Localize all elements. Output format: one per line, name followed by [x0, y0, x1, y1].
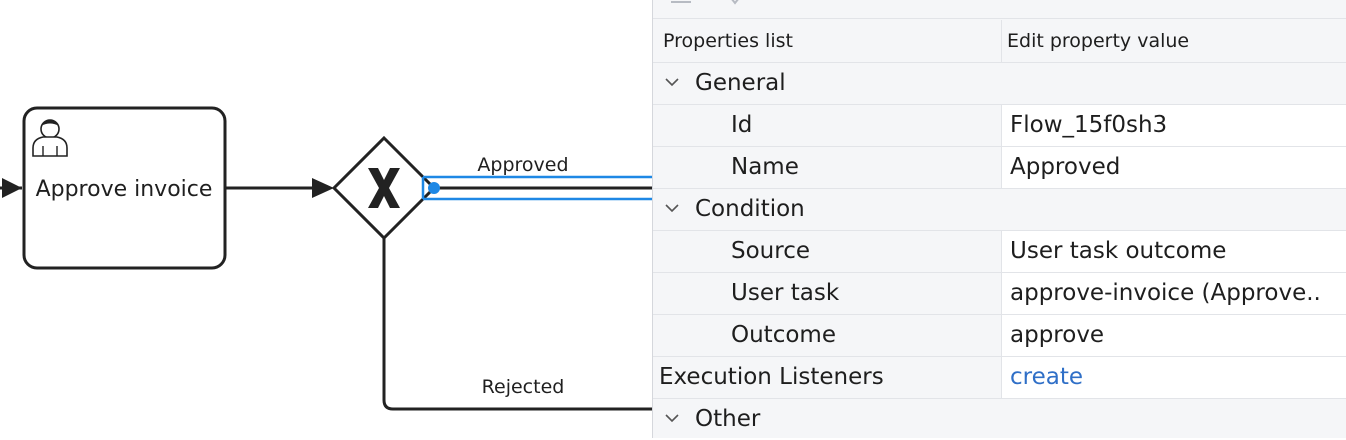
group-label: Other [695, 406, 761, 432]
property-name: Id [731, 112, 753, 138]
panel-toolbar [653, 0, 1346, 19]
approve-invoice-task[interactable]: Approve invoice [22, 106, 227, 270]
task-label: Approve invoice [36, 177, 213, 202]
group-label: Condition [695, 196, 805, 222]
property-row-name: Name Approved [653, 147, 1346, 189]
incoming-sequence-flow[interactable] [0, 178, 22, 198]
approved-flow-label[interactable]: Approved [477, 154, 568, 176]
property-row-id: Id Flow_15f0sh3 [653, 105, 1346, 147]
property-name: Name [731, 154, 799, 180]
task-to-gateway-flow[interactable] [225, 178, 334, 198]
exclusive-gateway-x-icon [368, 168, 400, 208]
chevron-down-icon[interactable] [665, 203, 679, 213]
bpmn-canvas[interactable]: Approve invoice Approved Rejected [0, 0, 652, 438]
group-other[interactable]: Other [653, 399, 1346, 440]
group-label: General [695, 70, 786, 96]
user-icon [32, 119, 68, 157]
properties-list-header: Properties list [663, 30, 793, 52]
rejected-flow-label[interactable]: Rejected [482, 376, 565, 398]
user-task-value-field[interactable]: approve-invoice (Approve.. [1001, 273, 1346, 314]
property-row-source: Source User task outcome [653, 231, 1346, 273]
property-row-outcome: Outcome approve [653, 315, 1346, 357]
rejected-sequence-flow[interactable]: Rejected [382, 238, 652, 411]
outcome-value-field[interactable]: approve [1001, 315, 1346, 356]
chevron-down-icon[interactable] [725, 0, 745, 8]
properties-panel: Properties list Edit property value Gene… [652, 0, 1346, 438]
group-condition[interactable]: Condition [653, 189, 1346, 231]
create-listener-link[interactable]: create [1001, 357, 1346, 398]
exclusive-gateway[interactable] [331, 135, 437, 241]
sort-icon[interactable] [671, 0, 691, 8]
flow-endpoint-handle [428, 182, 440, 194]
name-value-field[interactable]: Approved [1001, 147, 1346, 188]
id-value-field[interactable]: Flow_15f0sh3 [1001, 105, 1346, 146]
group-general[interactable]: General [653, 63, 1346, 105]
property-name: Source [731, 238, 810, 264]
chevron-down-icon[interactable] [665, 77, 679, 87]
approved-sequence-flow[interactable]: Approved [421, 154, 652, 201]
property-name: Outcome [731, 322, 836, 348]
property-row-execution-listeners: Execution Listeners create [653, 357, 1346, 399]
property-row-user-task: User task approve-invoice (Approve.. [653, 273, 1346, 315]
properties-table-header: Properties list Edit property value [653, 20, 1346, 63]
edit-value-header: Edit property value [1007, 30, 1190, 52]
property-name: Execution Listeners [659, 364, 884, 390]
property-name: User task [731, 280, 840, 306]
source-value-field[interactable]: User task outcome [1001, 231, 1346, 272]
bpmn-diagram: Approve invoice Approved Rejected [0, 106, 652, 411]
chevron-down-icon[interactable] [665, 413, 679, 423]
